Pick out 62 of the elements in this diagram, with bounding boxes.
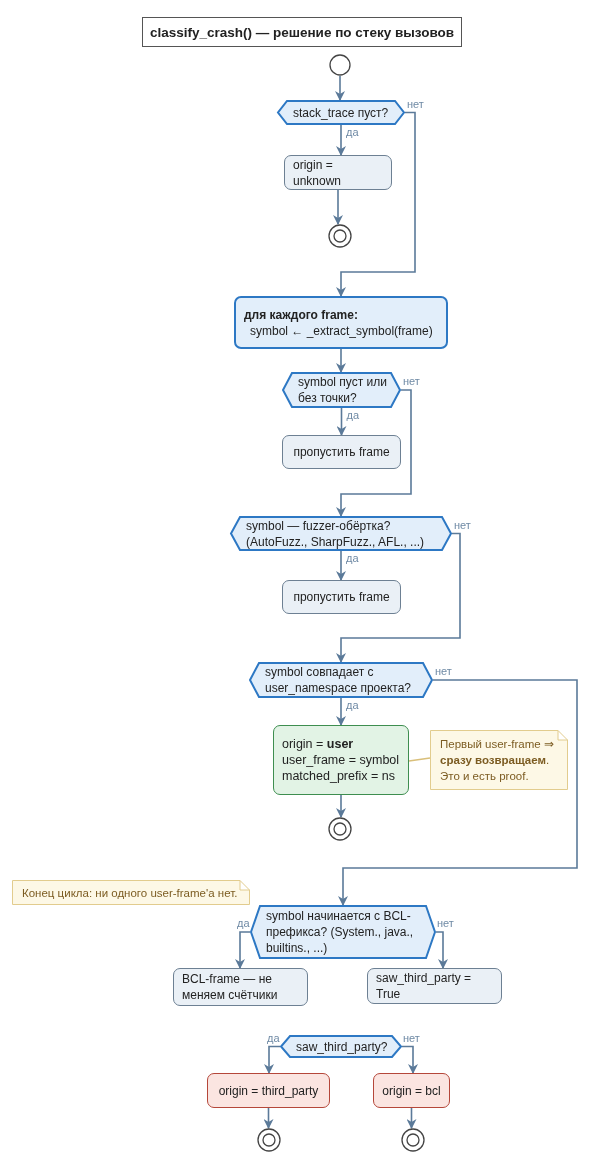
arrow <box>336 124 346 156</box>
arrow <box>401 1045 418 1074</box>
node-heading: для каждого frame: <box>244 306 359 323</box>
node-text: origin = unknown <box>293 156 343 189</box>
decision-hexagon <box>282 372 401 408</box>
arrow <box>336 697 346 726</box>
arrow <box>406 1107 417 1129</box>
note-connector <box>408 757 431 762</box>
arrow <box>335 75 345 101</box>
process-box <box>282 580 401 614</box>
arrow <box>336 794 346 818</box>
decision-hexagon <box>277 100 405 125</box>
process-box <box>282 435 401 469</box>
start-node <box>329 54 351 76</box>
process-box <box>284 155 392 190</box>
diagram-title: classify_crash() — решение по стеку вызовов <box>142 17 462 47</box>
arrow <box>336 348 346 373</box>
note-text: Первый user-frame ⇒ сразу возвращаем. Это и есть proof. <box>440 737 555 784</box>
arrow <box>435 931 448 969</box>
node-text: symbol ← _extract_symbol(frame) <box>249 322 434 339</box>
loop-box <box>234 296 448 349</box>
node-text: пропустить frame <box>293 589 390 605</box>
decision-hexagon <box>280 1035 402 1058</box>
process-box <box>173 968 308 1006</box>
node-text: symbol — fuzzer-обёртка? (AutoFuzz., SharpFuzz., AFL., ...) <box>246 517 426 550</box>
node-text: matched_prefix = ns <box>282 768 396 784</box>
node-text: symbol начинается с BCL-префикса? (System., java., builtins., ...) <box>266 908 415 956</box>
arrow <box>338 679 578 906</box>
node-text: origin = user <box>282 736 355 752</box>
result-box <box>273 725 409 795</box>
arrow <box>263 1107 274 1129</box>
end-node <box>401 1128 425 1152</box>
arrow <box>235 931 251 969</box>
arrow <box>336 389 412 517</box>
arrow <box>333 189 343 225</box>
process-box <box>367 968 502 1004</box>
end-node <box>257 1128 281 1152</box>
node-text: BCL-frame — не меняем счётчики <box>182 971 279 1003</box>
arrow <box>336 550 346 581</box>
decision-hexagon <box>250 905 436 959</box>
note-box <box>12 880 250 905</box>
end-node <box>328 817 352 841</box>
node-text: saw_third_party = True <box>376 970 473 1002</box>
decision-hexagon <box>230 516 452 551</box>
node-text: origin = bcl <box>382 1082 441 1099</box>
arrow <box>336 111 416 297</box>
result-box <box>373 1073 450 1108</box>
end-node <box>328 224 352 248</box>
arrow <box>336 407 347 436</box>
node-text: symbol пуст или без точки? <box>298 374 387 406</box>
node-text: пропустить frame <box>293 444 390 460</box>
decision-hexagon <box>249 662 433 698</box>
note-box <box>430 730 568 790</box>
arrow <box>264 1045 281 1074</box>
note-text: Конец цикла: ни одного user-frame'а нет. <box>22 885 239 901</box>
arrow <box>336 532 461 663</box>
node-text: symbol совпадает с user_namespace проекта? <box>265 664 412 696</box>
result-box <box>207 1073 330 1108</box>
node-text: origin = third_party <box>218 1082 319 1099</box>
node-text: user_frame = symbol <box>282 752 400 768</box>
node-text: stack_trace пуст? <box>293 104 390 121</box>
node-text: saw_third_party? <box>296 1038 388 1055</box>
